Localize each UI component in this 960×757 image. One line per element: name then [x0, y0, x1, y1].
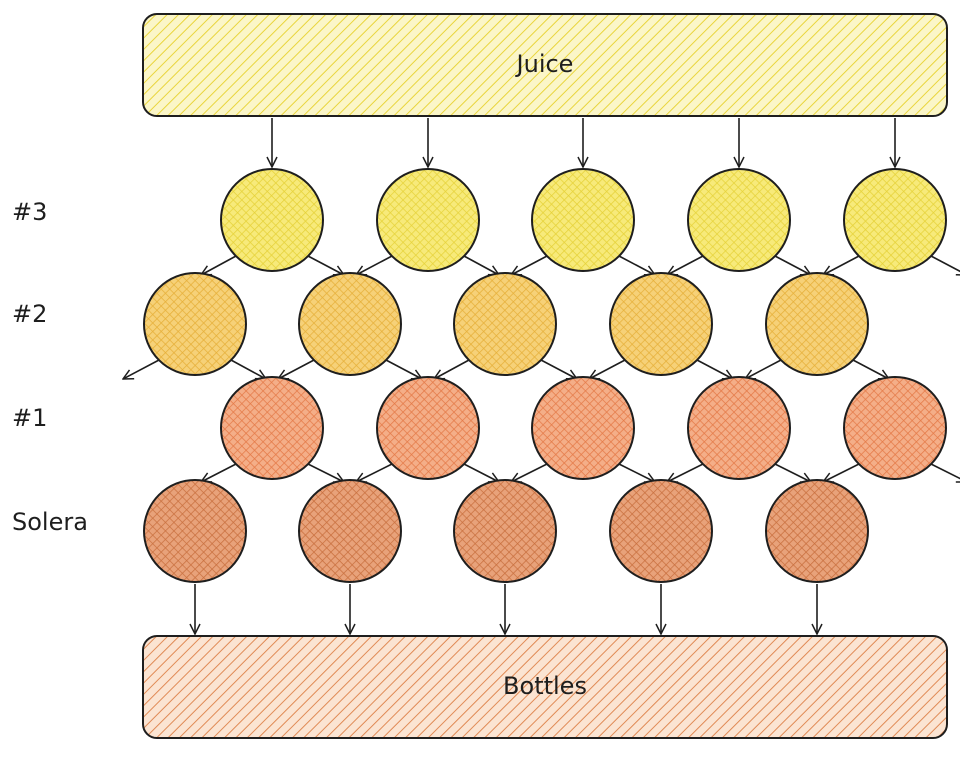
tier-3-barrel	[687, 168, 791, 272]
tier-3-to-tier-2-arrow	[667, 255, 704, 275]
tier-3-to-tier-2-arrow	[356, 255, 393, 275]
tier-2-barrel	[609, 272, 713, 376]
tier-2-to-tier-1-arrow	[385, 359, 422, 379]
tier-1-to-solera-arrow	[930, 463, 960, 482]
tier-label-2: #2	[12, 300, 47, 328]
solera-barrel	[298, 479, 402, 583]
barrels	[143, 168, 947, 583]
tier-3-to-tier-2-arrow	[930, 255, 960, 275]
tier-3-barrel	[376, 168, 480, 272]
tier-1-to-solera-arrow	[463, 463, 499, 482]
tier-2-to-tier-1-arrow	[589, 359, 626, 379]
tier-3-barrel	[220, 168, 324, 272]
tier-3-to-tier-2-arrow	[463, 255, 499, 275]
tier-2-barrel	[453, 272, 557, 376]
tier-label-solera: Solera	[12, 508, 88, 536]
tier-1-to-solera-arrow	[823, 463, 860, 482]
tier-2-barrel	[765, 272, 869, 376]
tier-1-barrel	[376, 376, 480, 480]
tier-1-to-solera-arrow	[356, 463, 393, 482]
tier-2-to-tier-1-arrow	[123, 359, 160, 379]
solera-barrel	[453, 479, 557, 583]
tier-1-to-solera-arrow	[307, 463, 344, 482]
tier-3-to-tier-2-arrow	[618, 255, 655, 275]
bottles-box: Bottles	[142, 635, 948, 739]
tier-1-to-solera-arrow	[201, 463, 237, 482]
tier-3-to-tier-2-arrow	[774, 255, 811, 275]
tier-2-to-tier-1-arrow	[230, 359, 266, 379]
solera-barrel	[609, 479, 713, 583]
tier-3-to-tier-2-arrow	[201, 255, 237, 275]
tier-1-to-solera-arrow	[618, 463, 655, 482]
tier-label-1: #1	[12, 404, 47, 432]
tier-2-to-tier-1-arrow	[745, 359, 782, 379]
tier-1-barrel	[843, 376, 947, 480]
tier-2-to-tier-1-arrow	[696, 359, 733, 379]
tier-3-to-tier-2-arrow	[307, 255, 344, 275]
tier-2-to-tier-1-arrow	[852, 359, 889, 379]
tier-3-to-tier-2-arrow	[823, 255, 860, 275]
tier-2-to-tier-1-arrow	[278, 359, 315, 379]
tier-1-to-solera-arrow	[667, 463, 704, 482]
tier-2-to-tier-1-arrow	[434, 359, 470, 379]
solera-barrel	[765, 479, 869, 583]
tier-1-to-solera-arrow	[774, 463, 811, 482]
flow-arrows	[123, 118, 960, 634]
tier-3-to-tier-2-arrow	[511, 255, 548, 275]
tier-labels: #3 #2 #1 Solera	[12, 198, 88, 536]
bottles-label: Bottles	[503, 672, 587, 700]
tier-2-to-tier-1-arrow	[540, 359, 577, 379]
tier-2-barrel	[298, 272, 402, 376]
juice-label: Juice	[515, 50, 574, 78]
juice-box: Juice	[142, 13, 948, 117]
tier-1-barrel	[531, 376, 635, 480]
tier-1-to-solera-arrow	[511, 463, 548, 482]
solera-barrel	[143, 479, 247, 583]
tier-3-barrel	[531, 168, 635, 272]
tier-1-barrel	[687, 376, 791, 480]
tier-1-barrel	[220, 376, 324, 480]
tier-label-3: #3	[12, 198, 47, 226]
tier-2-barrel	[143, 272, 247, 376]
tier-3-barrel	[843, 168, 947, 272]
